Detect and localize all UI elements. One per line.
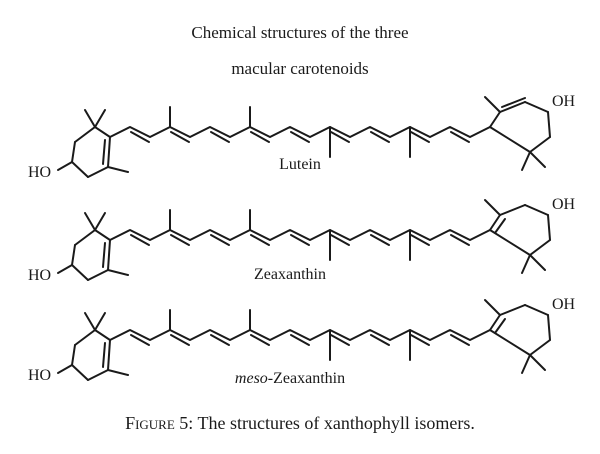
right-ring bbox=[484, 299, 551, 374]
left-hydroxyl-label: HO bbox=[28, 267, 51, 284]
right-hydroxyl-label: OH bbox=[552, 93, 576, 110]
meso-prefix: meso bbox=[235, 370, 268, 387]
lutein-structure: HO OH Lutein bbox=[28, 93, 576, 181]
polyene-chain bbox=[109, 329, 491, 341]
left-ring bbox=[57, 212, 129, 281]
left-ring bbox=[57, 312, 129, 381]
left-hydroxyl-label: HO bbox=[28, 164, 51, 181]
left-ring bbox=[57, 109, 129, 178]
meso-name: -Zeaxanthin bbox=[268, 370, 345, 387]
figure-title-line-1: Chemical structures of the three bbox=[191, 23, 409, 42]
zeaxanthin-structure: HO OH Zeaxanthin bbox=[28, 196, 576, 284]
right-hydroxyl-label: OH bbox=[552, 196, 576, 213]
left-hydroxyl-label: HO bbox=[28, 367, 51, 384]
double-bonds bbox=[130, 131, 470, 143]
right-ring bbox=[484, 199, 551, 274]
double-bonds bbox=[130, 334, 470, 346]
lutein-label: Lutein bbox=[279, 156, 321, 173]
figure-title-line-2: macular carotenoids bbox=[231, 59, 369, 78]
right-hydroxyl-label: OH bbox=[552, 296, 576, 313]
meso-zeaxanthin-label: meso-Zeaxanthin bbox=[235, 370, 345, 387]
polyene-chain bbox=[109, 229, 491, 241]
double-bonds bbox=[130, 234, 470, 246]
methyl-groups bbox=[169, 209, 411, 261]
polyene-chain bbox=[109, 126, 491, 138]
figure-caption-text: The structures of xanthophyll isomers. bbox=[193, 413, 475, 433]
methyl-groups bbox=[169, 309, 411, 361]
right-ring bbox=[484, 96, 551, 171]
zeaxanthin-label: Zeaxanthin bbox=[254, 266, 326, 283]
methyl-groups bbox=[169, 106, 411, 158]
figure-caption: Figure 5: The structures of xanthophyll … bbox=[0, 413, 600, 434]
meso-zeaxanthin-structure: HO OH meso-Zeaxanthin bbox=[28, 296, 576, 387]
figure-caption-label: Figure 5: bbox=[125, 413, 194, 433]
